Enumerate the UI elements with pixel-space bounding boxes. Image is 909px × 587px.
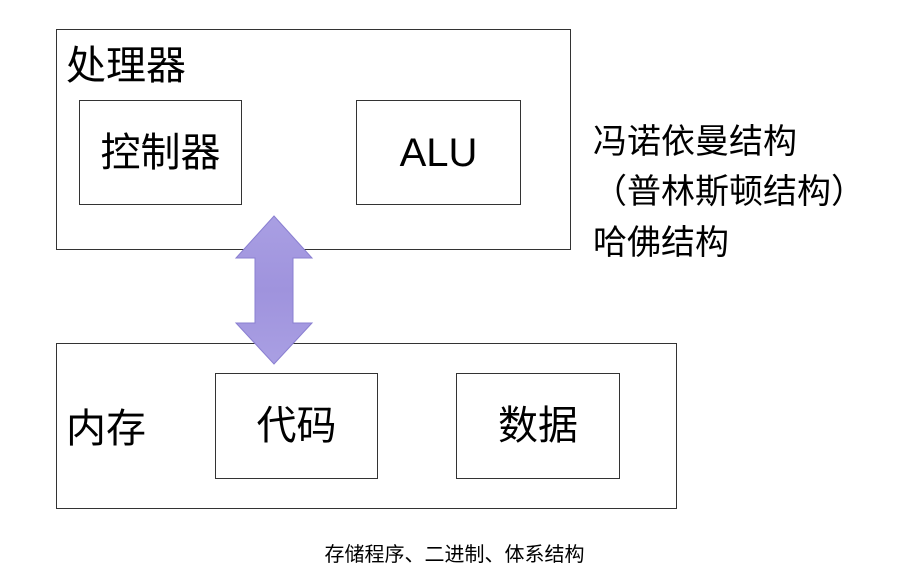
- processor-box: [56, 29, 571, 250]
- harvard-label: 哈佛结构: [593, 223, 729, 263]
- von-neumann-label: 冯诺依曼结构: [593, 122, 797, 162]
- code-box: 代码: [215, 373, 378, 479]
- processor-title: 处理器: [66, 43, 186, 89]
- alu-label: ALU: [399, 130, 478, 175]
- alu-box: ALU: [356, 100, 521, 205]
- controller-label: 控制器: [100, 129, 221, 176]
- memory-title: 内存: [66, 406, 146, 452]
- memory-box: [56, 343, 677, 509]
- caption: 存储程序、二进制、体系结构: [324, 542, 585, 566]
- code-label: 代码: [256, 403, 337, 449]
- data-label: 数据: [498, 403, 578, 449]
- princeton-label: （普林斯顿结构）: [593, 172, 865, 212]
- controller-box: 控制器: [79, 100, 242, 205]
- data-box: 数据: [456, 373, 620, 479]
